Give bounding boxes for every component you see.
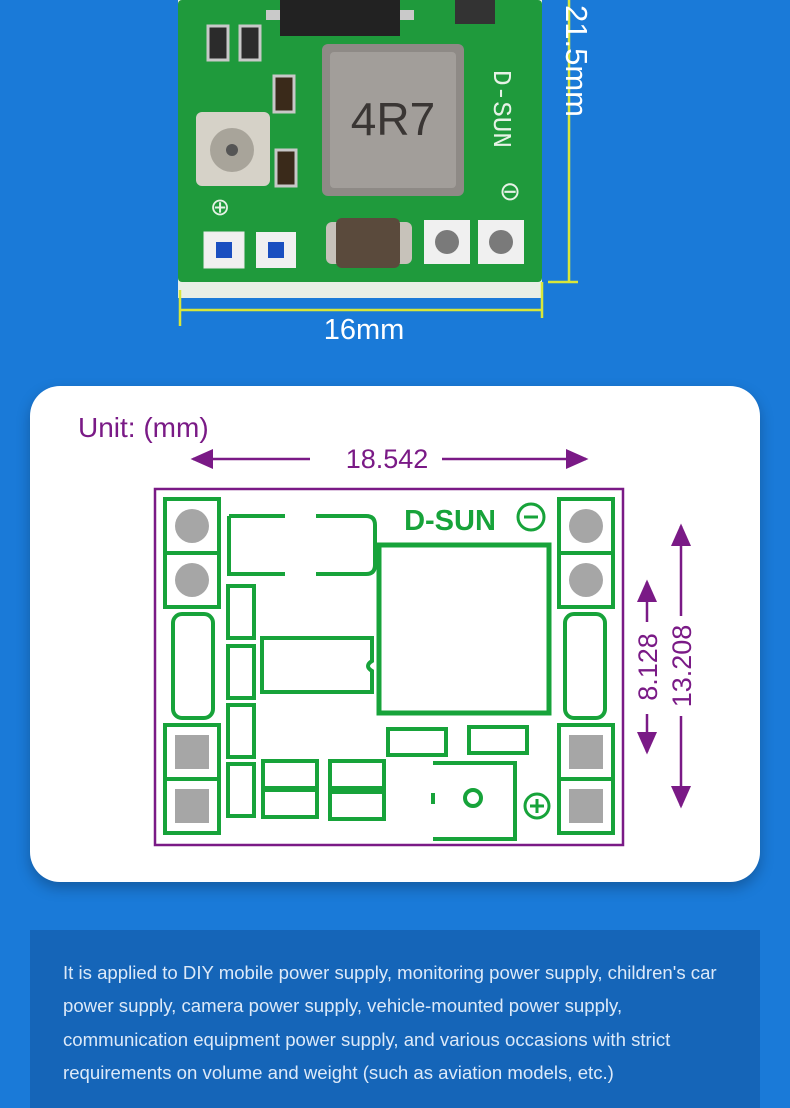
smd-resistor: [238, 24, 262, 62]
inductor-footprint: [376, 542, 552, 716]
inner-height-value: 8.128: [633, 633, 663, 701]
minus-symbol: ⊖: [499, 176, 521, 206]
capacitor-footprint: [328, 759, 386, 790]
brand-label: D-SUN: [404, 505, 496, 537]
output-pads: [424, 220, 524, 264]
inner-height-dimension: 8.128: [633, 579, 663, 755]
plus-symbol: ⊕: [210, 194, 230, 221]
outer-height-value: 13.208: [667, 625, 697, 708]
width-dimension: 18.542: [190, 444, 589, 474]
resistor-footprint: [226, 762, 256, 818]
application-description: It is applied to DIY mobile power supply…: [30, 930, 760, 1108]
measure-lines: [178, 0, 578, 326]
ic-chip: [280, 0, 400, 36]
capacitor-footprint: [386, 727, 448, 757]
dimension-drawing-card: Unit: (mm) 18.542: [30, 386, 760, 882]
diode: [336, 218, 400, 268]
ic-footprint: [260, 636, 374, 694]
smd-resistor: [206, 24, 230, 62]
height-measurement-label: 21.5mm: [559, 5, 594, 117]
pad-contacts: [175, 509, 603, 823]
capacitor-footprint: [328, 790, 386, 821]
resistor-footprint: [226, 644, 256, 700]
inductor-marking: 4R7: [351, 93, 435, 145]
side-pad-left: [171, 612, 215, 720]
trimmer-footprint: [433, 761, 517, 841]
description-text: It is applied to DIY mobile power supply…: [63, 962, 717, 1084]
input-pads: [203, 231, 296, 269]
width-measurement-label: 16mm: [324, 314, 405, 346]
capacitor-footprint: [261, 759, 319, 790]
unit-label: Unit: (mm): [78, 412, 209, 443]
resistor-footprint: [226, 703, 256, 759]
plus-symbol: [523, 792, 551, 820]
component-footprint: [227, 514, 285, 576]
side-pad-right: [563, 612, 607, 720]
resistor-footprint: [226, 584, 256, 640]
product-photo: 4R7 D-SUN ⊖ ⊕ 21.5mm 16mm: [0, 0, 790, 360]
capacitor-footprint: [261, 788, 319, 819]
smd-capacitor: [274, 148, 298, 188]
width-dimension-value: 18.542: [346, 444, 429, 474]
outer-height-dimension: 13.208: [667, 523, 697, 809]
board-outline: [153, 487, 625, 847]
smd-capacitor: [272, 74, 296, 114]
minus-symbol: [516, 502, 546, 532]
silkscreen-brand: D-SUN: [486, 70, 516, 148]
capacitor-footprint: [467, 725, 529, 755]
component-footprint: [316, 514, 377, 576]
